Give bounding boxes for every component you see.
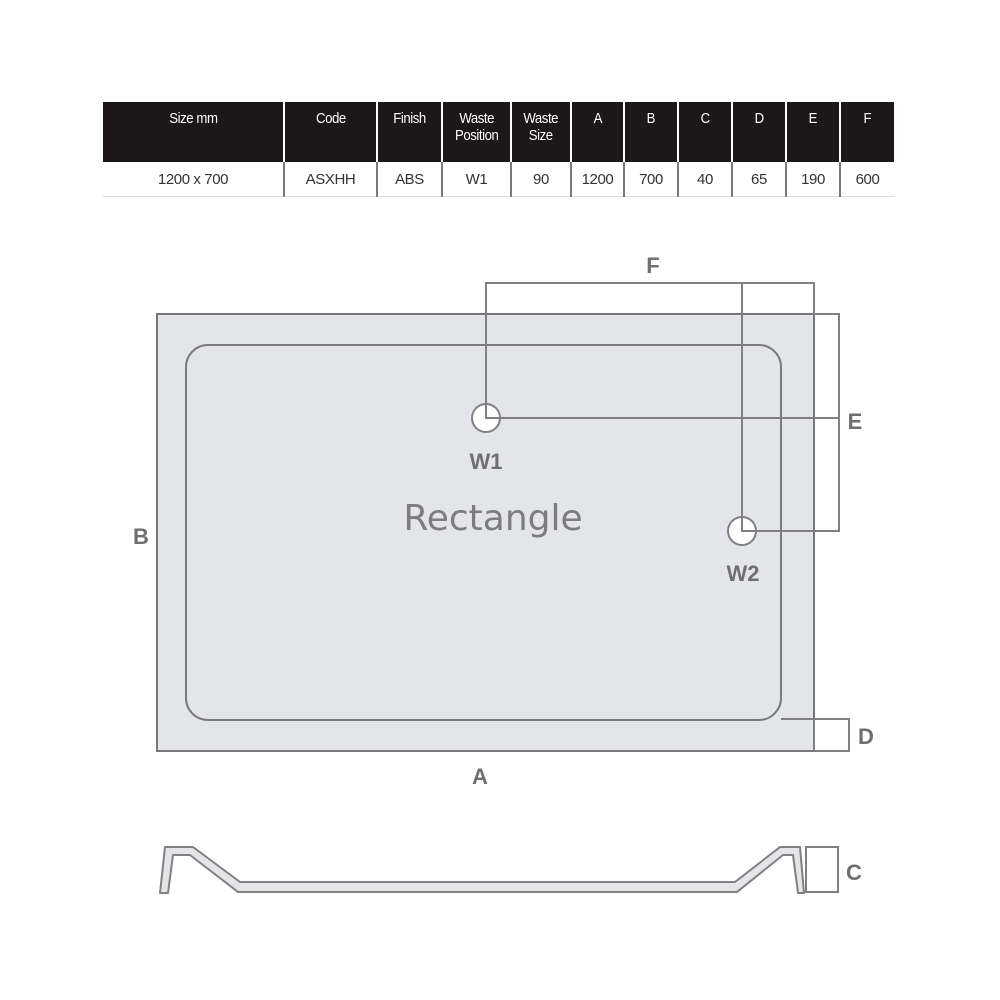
header-size: Size mm xyxy=(103,102,284,162)
header-a-text: A xyxy=(593,110,602,127)
cell-size: 1200 x 700 xyxy=(103,162,284,197)
cell-a: 1200 xyxy=(570,162,624,197)
cell-waste-size: 90 xyxy=(510,162,571,197)
w1-crosshair xyxy=(485,404,500,419)
header-line: Waste xyxy=(459,110,494,127)
header-c: C xyxy=(677,102,732,162)
header-f-text: F xyxy=(863,110,872,127)
header-b: B xyxy=(623,102,678,162)
cell-c: 40 xyxy=(677,162,732,197)
waste-w1-label: W1 xyxy=(470,449,503,474)
header-b-text: B xyxy=(646,110,656,127)
header-d-text: D xyxy=(754,110,764,127)
header-finish-text: Finish xyxy=(393,110,426,127)
header-line: Position xyxy=(454,127,499,144)
dimension-b-label: B xyxy=(133,524,149,549)
header-c-text: C xyxy=(700,110,710,127)
tray-side-profile xyxy=(159,846,839,894)
tray-basin xyxy=(185,344,782,721)
header-line: Size xyxy=(529,127,553,144)
header-code: Code xyxy=(283,102,377,162)
cell-code: ASXHH xyxy=(283,162,377,197)
dimension-d-box xyxy=(813,718,850,752)
header-d: D xyxy=(731,102,786,162)
header-a: A xyxy=(570,102,624,162)
dimension-e-bracket-top xyxy=(486,313,840,419)
dimension-e-label: E xyxy=(848,409,863,434)
cell-d: 65 xyxy=(731,162,786,197)
header-e-text: E xyxy=(808,110,818,127)
table-row: 1200 x 700 ASXHH ABS W1 90 1200 700 40 6… xyxy=(103,162,894,197)
header-line: Waste xyxy=(523,110,559,127)
w2-crosshair xyxy=(741,517,756,532)
dimension-c-box xyxy=(805,846,839,893)
header-f: F xyxy=(839,102,894,162)
dimension-f-label: F xyxy=(646,253,659,278)
cell-e: 190 xyxy=(785,162,840,197)
dimension-f-bracket xyxy=(485,282,815,418)
cell-b: 700 xyxy=(623,162,678,197)
dimension-d-label: D xyxy=(858,724,874,749)
dimension-c-label: C xyxy=(846,860,862,885)
header-size-text: Size mm xyxy=(168,110,218,127)
dimension-e-bracket-bottom xyxy=(742,418,840,532)
cell-finish: ABS xyxy=(376,162,442,197)
cell-f: 600 xyxy=(839,162,894,197)
shape-title: Rectangle xyxy=(403,498,582,539)
header-e: E xyxy=(785,102,840,162)
dimension-a-label: A xyxy=(472,764,488,789)
header-finish: Finish xyxy=(376,102,442,162)
cell-waste-position: W1 xyxy=(441,162,511,197)
header-code-text: Code xyxy=(315,110,346,127)
waste-w2-label: W2 xyxy=(727,561,760,586)
